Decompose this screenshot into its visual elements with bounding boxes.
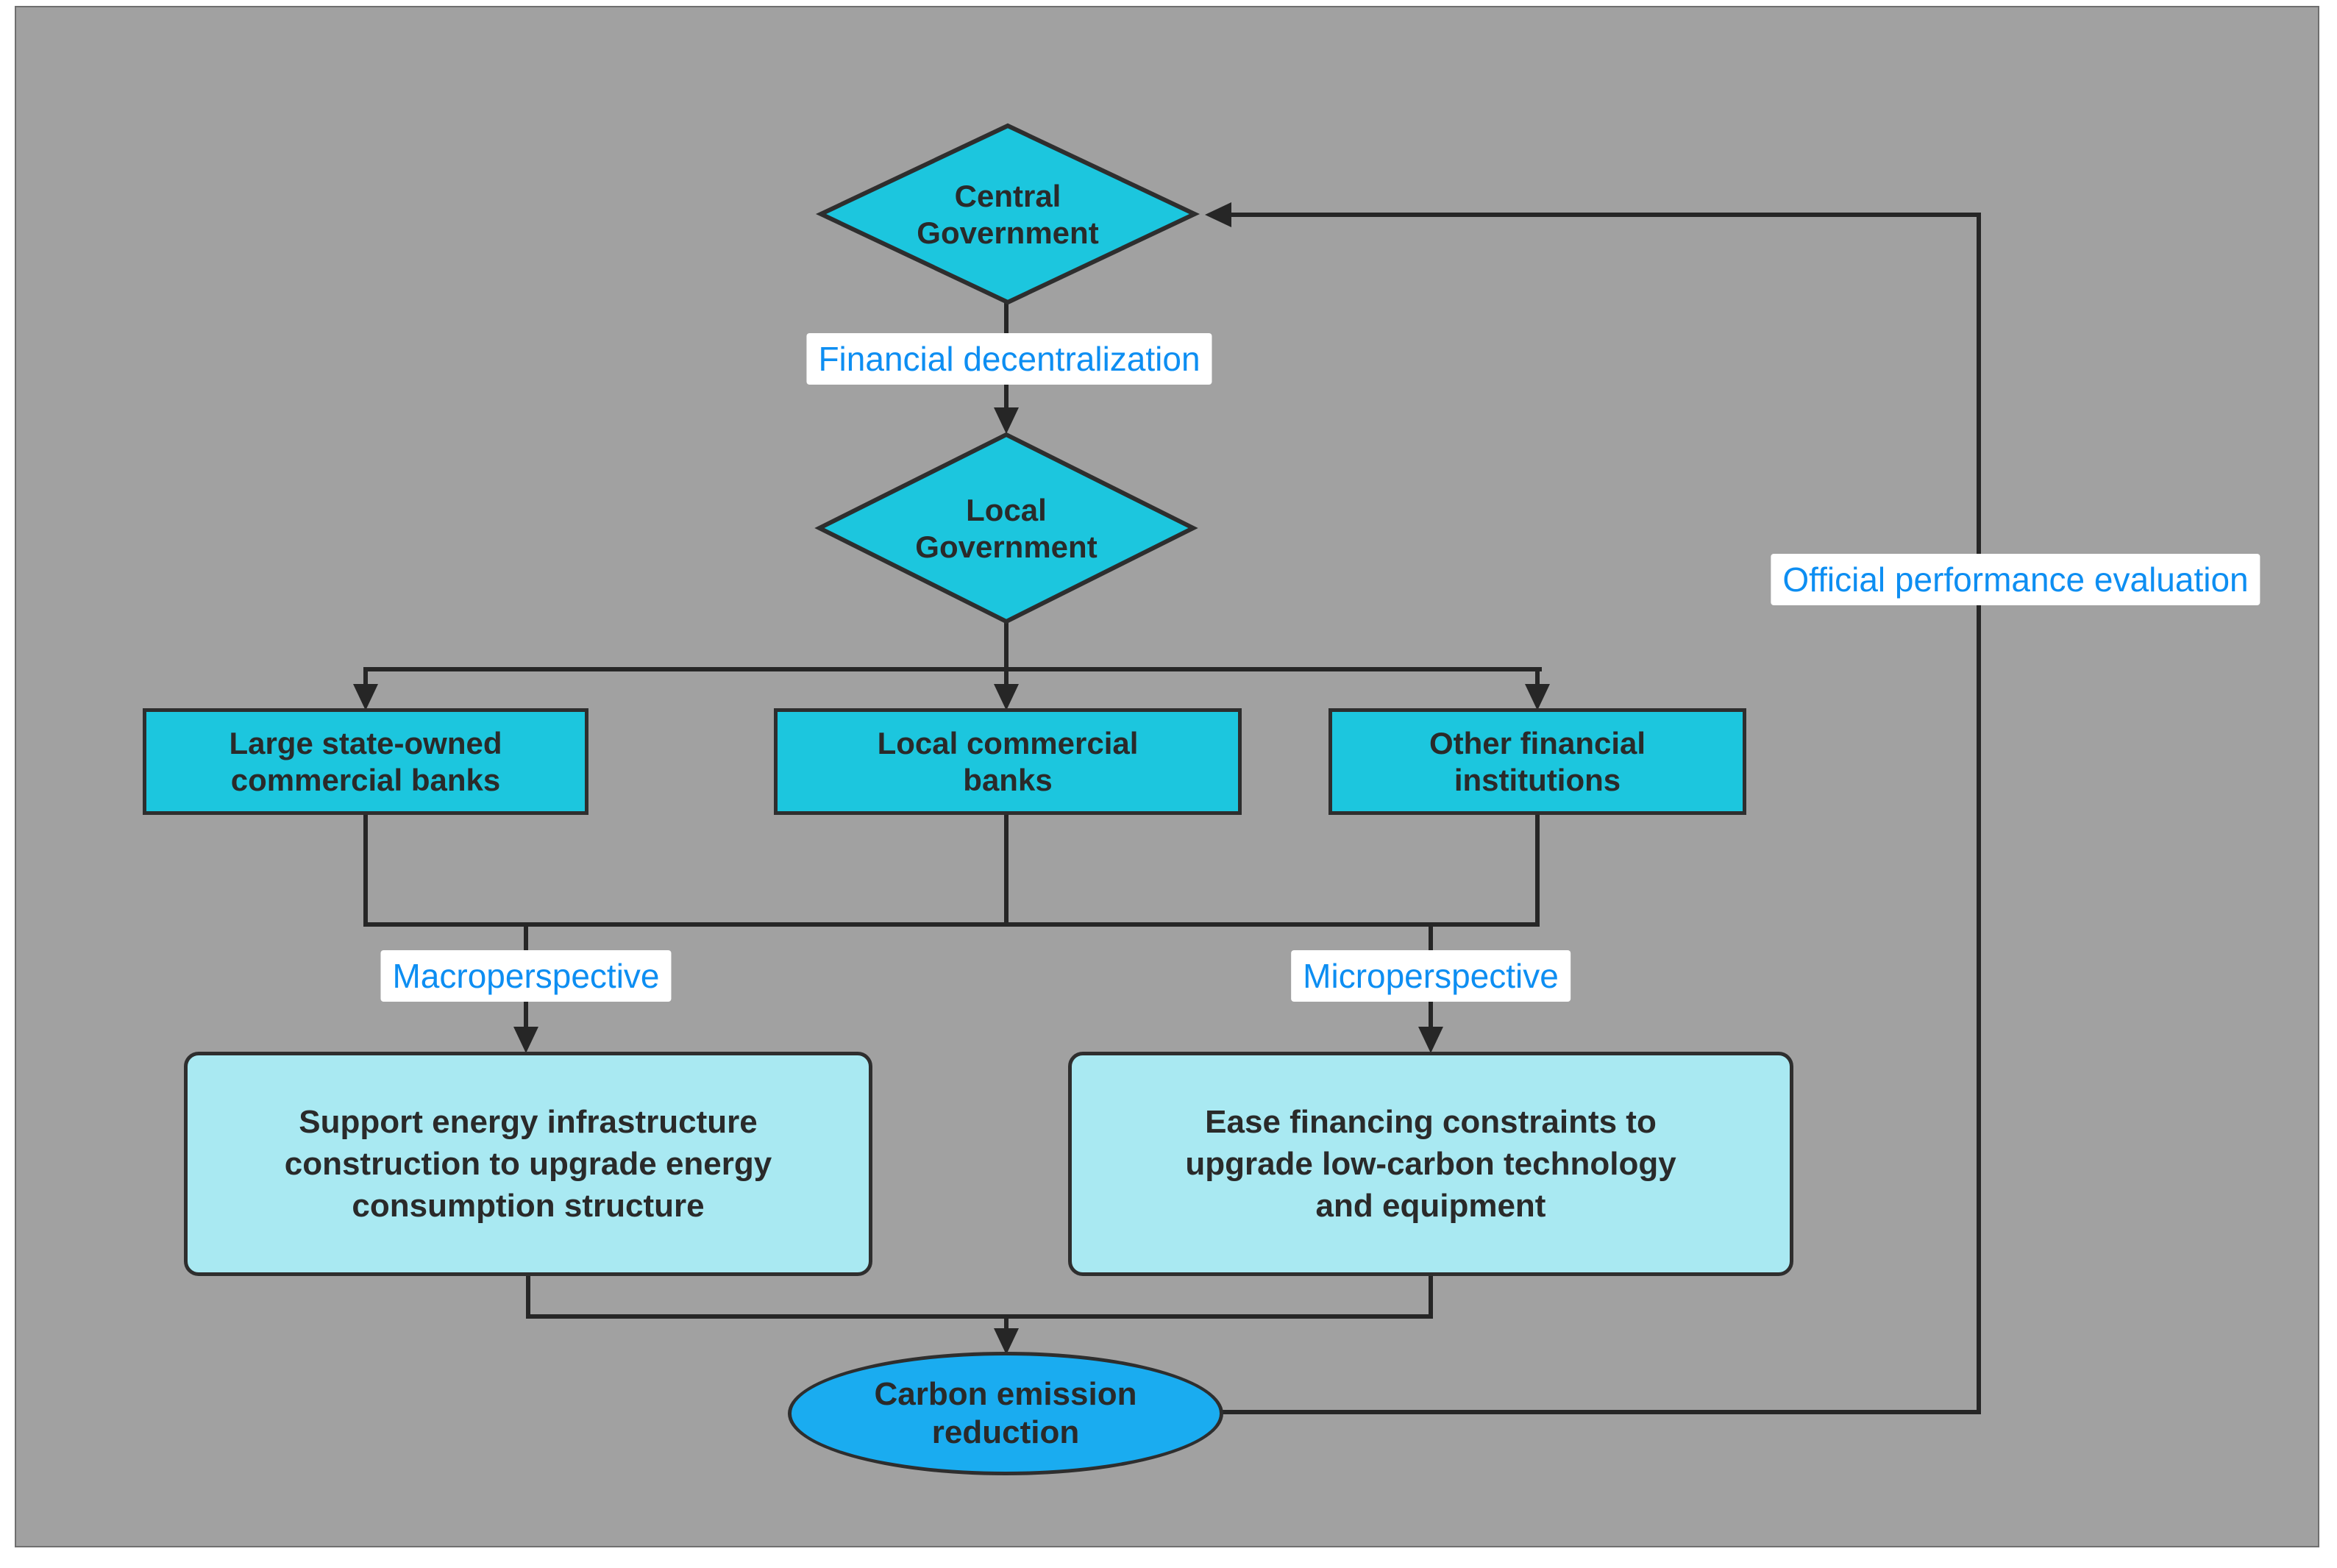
node-local-government-label: Local Government <box>915 493 1098 564</box>
arrowhead-into-macro-effect <box>513 1027 538 1053</box>
feedback-line-bottom <box>1221 1410 1981 1414</box>
connector-micro-effect-down <box>1429 1275 1433 1319</box>
node-local-government <box>814 432 1198 624</box>
edge-label-microperspective: Microperspective <box>1291 950 1571 1002</box>
connector-local-down <box>1004 621 1009 671</box>
arrowhead-into-central-government <box>1205 202 1231 227</box>
connector-drop-other-institutions <box>1535 667 1540 689</box>
feedback-line-vertical <box>1977 213 1981 1414</box>
arrowhead-into-other-institutions <box>1525 684 1550 710</box>
feedback-line-top <box>1230 213 1981 217</box>
connector-drop-large-banks <box>363 667 368 689</box>
node-micro-effect: Ease financing constraints to upgrade lo… <box>1068 1052 1793 1276</box>
node-central-government <box>815 123 1200 305</box>
diamond-shape <box>814 432 1198 624</box>
arrowhead-into-carbon-reduction <box>994 1328 1019 1355</box>
connector-drop-local-banks <box>1004 667 1009 689</box>
connector-merge-drop <box>1004 1314 1009 1332</box>
node-central-government-label: Central Government <box>917 179 1099 250</box>
arrowhead-into-large-banks <box>353 684 378 710</box>
connector-large-banks-down <box>363 813 368 927</box>
node-local-commercial-banks: Local commercial banks <box>774 708 1242 815</box>
node-macro-effect: Support energy infrastructure constructi… <box>184 1052 872 1276</box>
connector-macro-effect-down <box>526 1275 530 1319</box>
arrowhead-into-local-banks <box>994 684 1019 710</box>
edge-label-official-performance-evaluation: Official performance evaluation <box>1771 554 2260 605</box>
edge-label-macroperspective: Macroperspective <box>380 950 672 1002</box>
connector-local-banks-down <box>1004 813 1009 927</box>
node-large-state-owned-banks: Large state-owned commercial banks <box>143 708 588 815</box>
node-other-financial-institutions: Other financial institutions <box>1328 708 1746 815</box>
node-carbon-emission-reduction: Carbon emission reduction <box>788 1352 1223 1475</box>
connector-other-institutions-down <box>1535 813 1540 927</box>
connector-distribution-line <box>363 667 1542 671</box>
arrowhead-into-local-government <box>994 407 1019 434</box>
diamond-shape <box>815 123 1200 305</box>
connector-collector-line <box>363 922 1540 927</box>
connector-merge-line <box>526 1314 1433 1319</box>
arrowhead-into-micro-effect <box>1418 1027 1443 1053</box>
edge-label-financial-decentralization: Financial decentralization <box>806 333 1212 385</box>
